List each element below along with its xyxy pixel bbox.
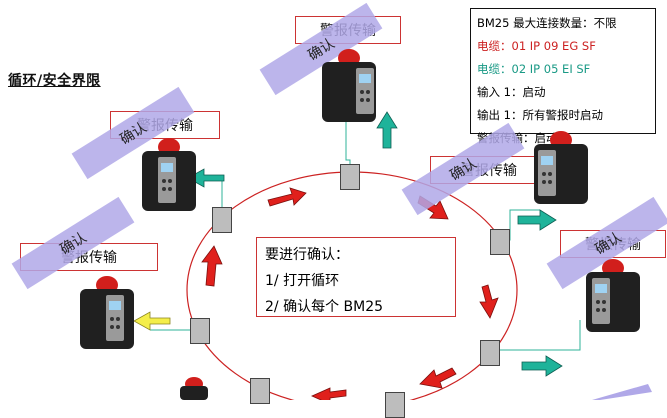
loop-node-bottom [385, 392, 405, 418]
confirm-band-bottom-icon [592, 384, 652, 400]
red-arrow-right [479, 284, 499, 319]
loop-node-left-lower [190, 318, 210, 344]
teal-arrow-right-lower [521, 355, 563, 377]
loop-node-right-upper [490, 229, 510, 255]
red-arrow-bottom [311, 387, 347, 400]
red-arrow-left [201, 245, 223, 287]
info-line-4: 输入 1：启动 [477, 85, 546, 99]
info-line-5: 输出 1：所有警报时启动 [477, 108, 603, 122]
steps-heading: 要进行确认： [265, 247, 349, 263]
steps-box: 要进行确认： 1/ 打开循环 2/ 确认每个 BM25 [256, 237, 456, 317]
loop-node-bottom-left [250, 378, 270, 404]
yellow-arrow [133, 311, 171, 331]
detector-device-icon [142, 138, 196, 211]
info-box: BM25 最大连接数量：不限 电缆：01 IP 09 EG SF 电缆：02 I… [470, 8, 656, 145]
red-arrow-top [267, 187, 307, 207]
info-line-3: 电缆：02 IP 05 EI SF [477, 62, 591, 76]
connector-right-lower [500, 320, 581, 351]
steps-item-1: 1/ 打开循环 [265, 273, 340, 289]
detector-device-icon [80, 276, 134, 349]
info-line-2: 电缆：01 IP 09 EG SF [477, 39, 596, 53]
detector-device-icon [322, 49, 376, 122]
teal-arrow-right-upper [517, 209, 557, 231]
detector-device-icon [586, 259, 640, 332]
red-arrow-bottom-right [419, 367, 457, 389]
loop-node-left-upper [212, 207, 232, 233]
loop-node-right-lower [480, 340, 500, 366]
teal-arrow-top [376, 111, 398, 149]
loop-node-top [340, 164, 360, 190]
loop-diagram [133, 95, 581, 400]
detector-device-icon [180, 377, 208, 400]
steps-item-2: 2/ 确认每个 BM25 [265, 299, 384, 315]
page-title: 循环/安全界限 [8, 73, 101, 89]
info-line-1: BM25 最大连接数量：不限 [477, 16, 617, 30]
detector-device-icon [534, 131, 588, 204]
